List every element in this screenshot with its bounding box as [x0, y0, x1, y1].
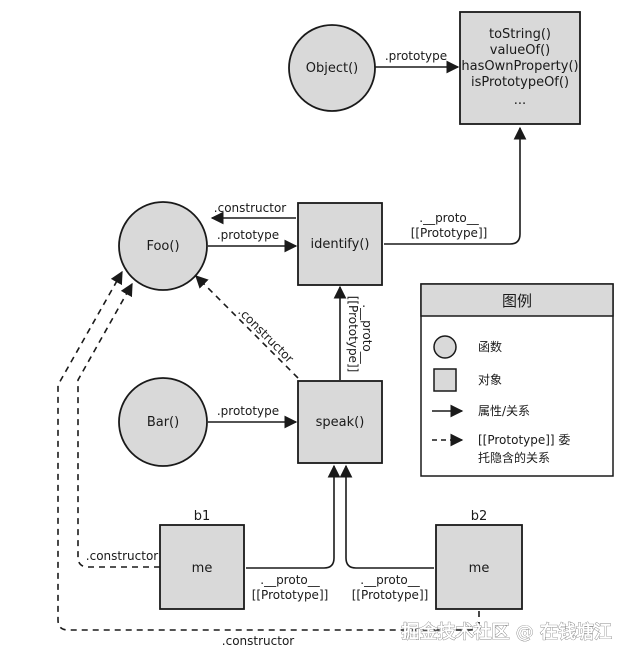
- identify-proto-edge-label-2: [[Prototype]]: [411, 226, 488, 240]
- legend-delegation-label-2: 托隐含的关系: [478, 450, 550, 465]
- b1-object-node: [159, 524, 245, 610]
- object-proto-method-3: isPrototypeOf(): [471, 75, 569, 90]
- object-prototype-node: [459, 11, 581, 125]
- speak-proto-edge-label: .__proto__ [[Prototype]]: [346, 296, 374, 373]
- edge-b1-constructor: [77, 282, 160, 568]
- identify-object-label: identify(): [311, 237, 370, 252]
- b2-proto-edge-label-1: .__proto__: [360, 573, 420, 587]
- bar-prototype-edge-label: .prototype: [217, 404, 279, 418]
- speak-object-node: [297, 380, 383, 464]
- legend-function-label: 函数: [478, 339, 502, 354]
- bar-function-label: Bar(): [147, 415, 179, 430]
- legend-title: 图例: [502, 292, 532, 310]
- legend-object-icon: [433, 368, 457, 392]
- speak-proto-edge-label-1: .__proto__: [360, 304, 374, 364]
- object-prototype-edge-label: .prototype: [385, 49, 447, 63]
- legend-delegation-label-1: [[Prototype]] 委: [478, 433, 570, 447]
- legend-object-label: 对象: [478, 373, 502, 387]
- b2-object-label: me: [469, 561, 490, 576]
- b1-constructor-edge-label: .constructor: [86, 549, 159, 563]
- b1-object-label: me: [192, 561, 213, 576]
- speak-constructor-edge-label-group: .constructor: [235, 305, 296, 366]
- edge-b1-proto: [246, 464, 341, 569]
- b2-object-node: [435, 524, 523, 610]
- watermark-text: 掘金技术社区 @ 在钱塘江: [401, 621, 612, 643]
- b1-proto-edge-label-2: [[Prototype]]: [252, 588, 329, 602]
- speak-constructor-edge-label: .constructor: [235, 305, 296, 366]
- object-proto-method-0: toString(): [489, 27, 551, 42]
- edge-b2-proto: [339, 464, 434, 569]
- b2-proto-edge-label-2: [[Prototype]]: [352, 588, 429, 602]
- b2-title: b2: [471, 509, 488, 524]
- object-proto-method-2: hasOwnProperty(): [461, 59, 578, 74]
- legend-header: [420, 283, 614, 317]
- foo-prototype-edge-label: .prototype: [217, 228, 279, 242]
- b1-proto-edge-label-1: .__proto__: [260, 573, 320, 587]
- identify-constructor-edge-label: .constructor: [214, 201, 287, 215]
- b1-title: b1: [194, 509, 211, 524]
- object-proto-method-4: ...: [514, 93, 526, 108]
- speak-proto-edge-label-2: [[Prototype]]: [346, 296, 360, 373]
- object-proto-method-1: valueOf(): [490, 43, 550, 58]
- legend-function-icon: [433, 335, 457, 359]
- edge-speak-constructor: [195, 275, 299, 379]
- edge-b2-constructor: [57, 270, 480, 631]
- edge-identify-proto: [384, 126, 527, 245]
- identify-object-node: [297, 202, 383, 286]
- foo-function-label: Foo(): [146, 239, 179, 254]
- object-function-node: [288, 24, 376, 112]
- object-function-label: Object(): [306, 61, 358, 76]
- identify-proto-edge-label-1: .__proto__: [419, 211, 479, 225]
- legend: 图例 函数 对象 属性/关系 [[Prototype]] 委 托隐含的关系: [420, 283, 614, 477]
- bar-function-node: [118, 377, 208, 467]
- foo-function-node: [118, 201, 208, 291]
- b2-constructor-edge-label: .constructor: [222, 634, 295, 648]
- speak-object-label: speak(): [316, 415, 365, 430]
- legend-property-relation-label: 属性/关系: [478, 404, 530, 418]
